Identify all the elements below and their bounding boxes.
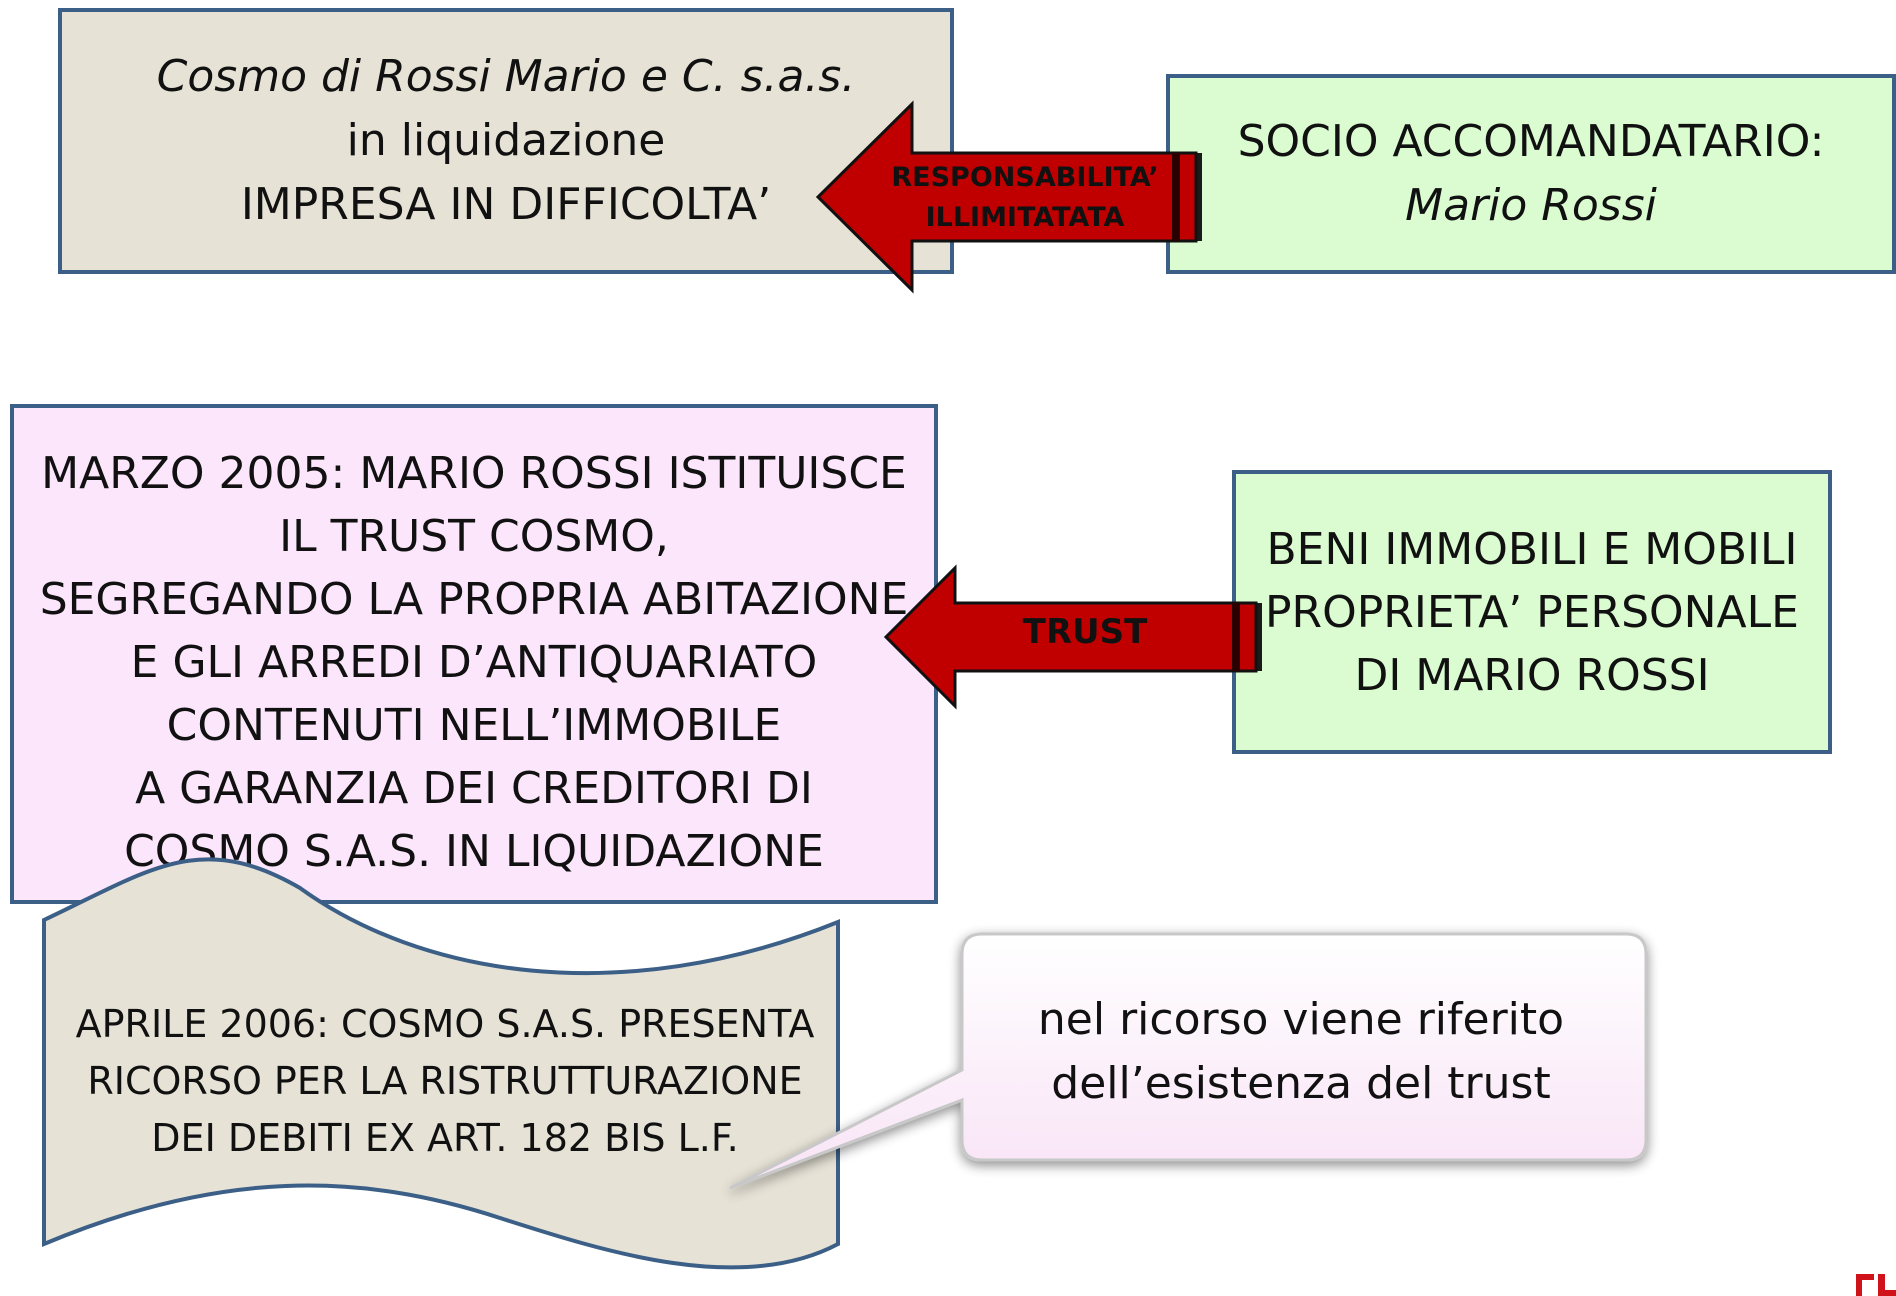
trust-line: A GARANZIA DEI CREDITORI DI — [135, 763, 813, 814]
callout-text: nel ricorso viene riferito dell’esistenz… — [956, 988, 1646, 1116]
callout-line: nel ricorso viene riferito — [1037, 994, 1565, 1045]
liability-label-line: ILLIMITATATA — [925, 202, 1125, 233]
trust-arrow — [883, 564, 1262, 710]
partner-role: SOCIO ACCOMANDATARIO: — [1237, 116, 1825, 167]
trust-arrow-label: TRUST — [1022, 612, 1148, 652]
callout-bubble — [729, 932, 1648, 1190]
ricorso-document-text: APRILE 2006: COSMO S.A.S. PRESENTA RICOR… — [50, 996, 840, 1167]
partner-box: SOCIO ACCOMANDATARIO: Mario Rossi — [1166, 74, 1896, 274]
brand-logo-icon — [1856, 1274, 1896, 1296]
trust-line: E GLI ARREDI D’ANTIQUARIATO — [130, 637, 818, 688]
company-status: in liquidazione — [346, 115, 666, 166]
trust-line: CONTENUTI NELL’IMMOBILE — [166, 700, 782, 751]
assets-box: BENI IMMOBILI E MOBILI PROPRIETA’ PERSON… — [1232, 470, 1832, 754]
ricorso-line: RICORSO PER LA RISTRUTTURAZIONE — [87, 1059, 803, 1103]
liability-arrow-label: RESPONSABILITA’ ILLIMITATATA — [880, 158, 1170, 238]
partner-name: Mario Rossi — [1405, 180, 1657, 231]
assets-line: PROPRIETA’ PERSONALE — [1265, 586, 1799, 638]
company-name: Cosmo di Rossi Mario e C. s.a.s. — [156, 51, 856, 102]
company-box: Cosmo di Rossi Mario e C. s.a.s. in liqu… — [58, 8, 954, 274]
assets-line: DI MARIO ROSSI — [1354, 649, 1710, 701]
company-difficulty: IMPRESA IN DIFFICOLTA’ — [240, 179, 772, 230]
trust-line: MARZO 2005: MARIO ROSSI ISTITUISCE — [41, 448, 907, 499]
assets-line: BENI IMMOBILI E MOBILI — [1266, 523, 1798, 575]
ricorso-line: DEI DEBITI EX ART. 182 BIS L.F. — [151, 1116, 739, 1160]
liability-arrow — [815, 100, 1202, 294]
trust-line: IL TRUST COSMO, — [279, 511, 669, 562]
ricorso-document-shape — [42, 857, 840, 1270]
callout-line: dell’esistenza del trust — [1051, 1058, 1551, 1109]
trust-line: SEGREGANDO LA PROPRIA ABITAZIONE — [39, 574, 909, 625]
ricorso-line: APRILE 2006: COSMO S.A.S. PRESENTA — [75, 1002, 815, 1046]
liability-label-line: RESPONSABILITA’ — [891, 162, 1159, 193]
